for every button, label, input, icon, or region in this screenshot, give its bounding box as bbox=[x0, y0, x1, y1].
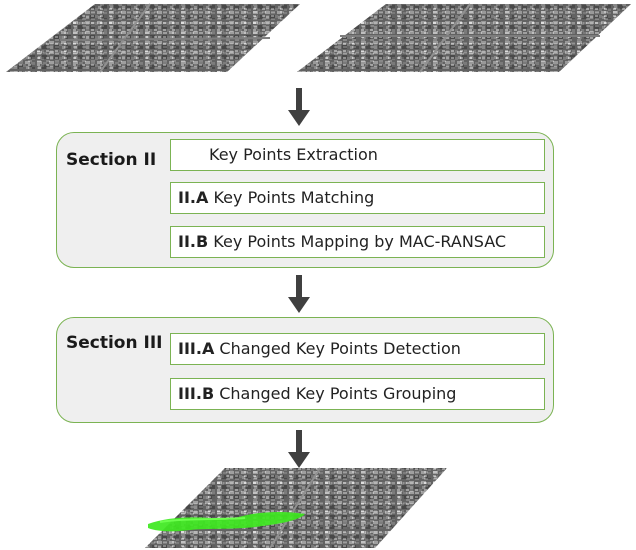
step-code: III.A bbox=[178, 339, 215, 358]
step-key-points-extraction: Key Points Extraction bbox=[170, 139, 545, 171]
step-changed-key-points-grouping: III.B Changed Key Points Grouping bbox=[170, 378, 545, 410]
input-aerial-image-left bbox=[6, 3, 300, 73]
step-code: III.B bbox=[178, 384, 215, 403]
step-text: Changed Key Points Detection bbox=[219, 339, 461, 358]
step-key-points-mapping: II.B Key Points Mapping by MAC-RANSAC bbox=[170, 226, 545, 258]
section-ii-label: Section II bbox=[66, 150, 157, 170]
down-arrow-icon bbox=[288, 430, 310, 468]
step-text: Changed Key Points Grouping bbox=[219, 384, 457, 403]
down-arrow-icon bbox=[288, 275, 310, 313]
step-key-points-matching: II.A Key Points Matching bbox=[170, 182, 545, 214]
step-code: II.A bbox=[178, 188, 209, 207]
step-text: Key Points Matching bbox=[213, 188, 375, 207]
down-arrow-icon bbox=[288, 88, 310, 126]
input-aerial-image-right bbox=[297, 3, 631, 73]
step-code: II.B bbox=[178, 232, 209, 251]
section-iii-label: Section III bbox=[66, 333, 163, 353]
step-text: Key Points Extraction bbox=[209, 145, 378, 164]
step-text: Key Points Mapping by MAC-RANSAC bbox=[213, 232, 507, 251]
output-change-map-image bbox=[145, 467, 447, 549]
changed-region-highlight bbox=[148, 512, 305, 532]
step-changed-key-points-detection: III.A Changed Key Points Detection bbox=[170, 333, 545, 365]
